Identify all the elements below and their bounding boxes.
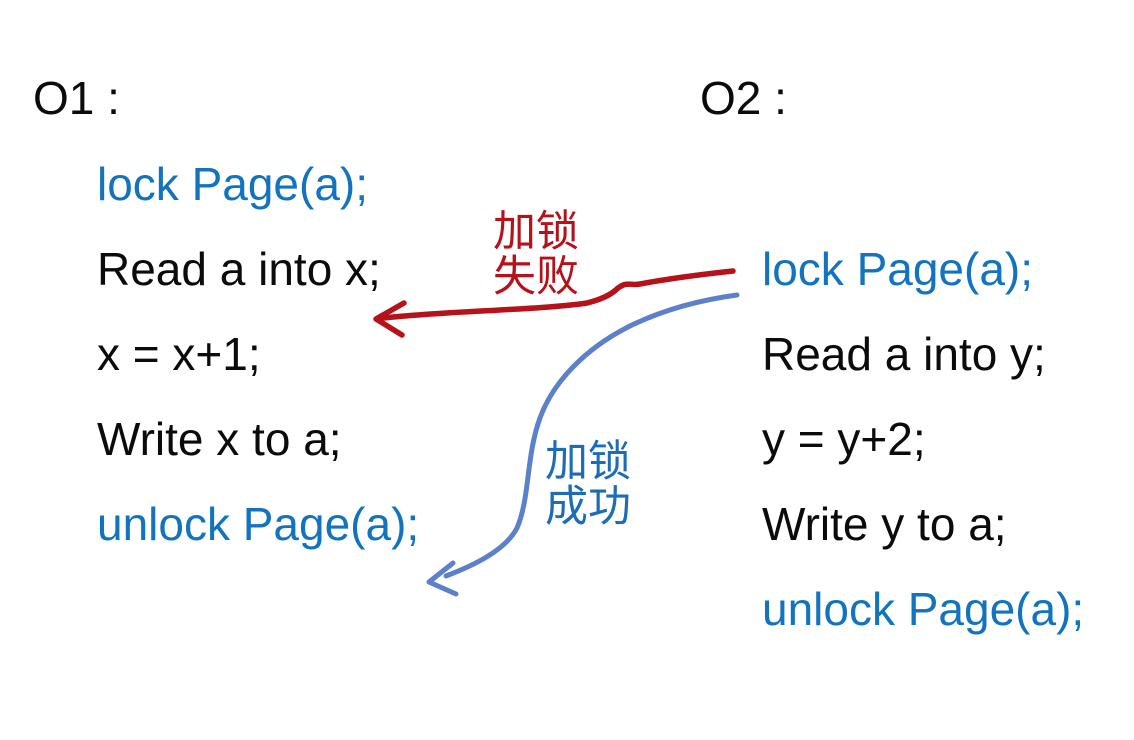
o2-line-read: Read a into y; bbox=[762, 328, 1046, 380]
o1-line-read: Read a into x; bbox=[97, 243, 381, 295]
o1-line-compute: x = x+1; bbox=[97, 328, 261, 380]
o2-line-unlock: unlock Page(a); bbox=[762, 583, 1085, 635]
lock-fail-label-line1: 加锁 bbox=[493, 208, 579, 256]
o1-line-write: Write x to a; bbox=[97, 413, 342, 465]
lock-fail-label-line2: 失败 bbox=[493, 253, 579, 301]
o1-line-lock: lock Page(a); bbox=[97, 158, 369, 210]
o2-line-write: Write y to a; bbox=[762, 498, 1007, 550]
lock-success-label: 加锁 成功 bbox=[545, 440, 631, 530]
o2-line-compute: y = y+2; bbox=[762, 413, 926, 465]
o2-title: O2 : bbox=[700, 72, 787, 124]
o2-line-lock: lock Page(a); bbox=[762, 243, 1034, 295]
lock-fail-label: 加锁 失败 bbox=[493, 210, 579, 300]
o1-line-unlock: unlock Page(a); bbox=[97, 498, 420, 550]
o1-title: O1 : bbox=[33, 72, 120, 124]
lock-success-label-line2: 成功 bbox=[545, 483, 631, 531]
lock-success-label-line1: 加锁 bbox=[545, 438, 631, 486]
